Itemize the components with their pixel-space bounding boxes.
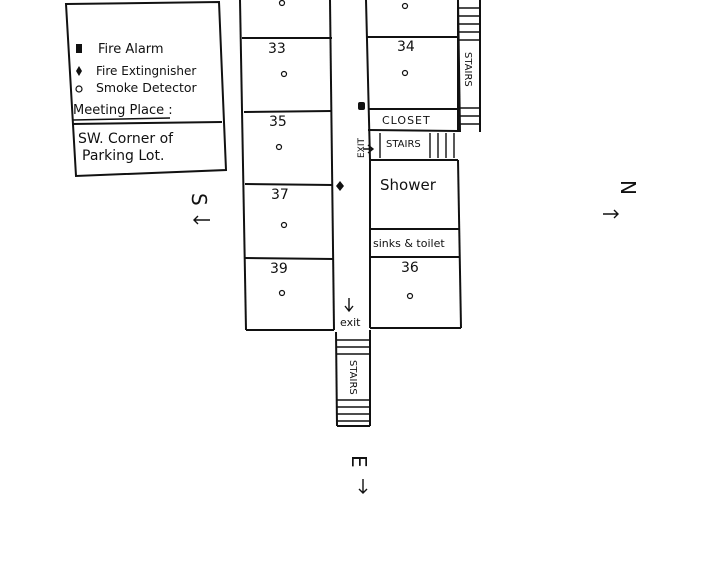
- shower-label: Shower: [380, 176, 437, 194]
- fire-extinguisher-icon: [76, 66, 82, 76]
- room-39-label: 39: [270, 261, 288, 277]
- east-letter: E: [347, 455, 371, 468]
- smoke-detector-icon: [401, 2, 409, 10]
- fire-extinguisher-icon: [336, 181, 344, 191]
- fire-alarm-icon: [358, 102, 365, 110]
- fire-alarm-icon: [76, 44, 82, 53]
- legend-meeting-place-line1: SW. Corner of: [78, 131, 174, 147]
- compass-east: E: [347, 455, 371, 494]
- side-exit-arrow-icon: [363, 144, 375, 154]
- smoke-detector-icon: [278, 289, 286, 297]
- legend-meeting-place-label: Meeting Place :: [73, 103, 173, 118]
- small-stairs-label: STAIRS: [386, 139, 421, 150]
- right-stairs: STAIRS: [457, 0, 481, 133]
- smoke-detector-icon: [280, 70, 288, 78]
- north-arrow-icon: [603, 209, 619, 219]
- side-exit-label: EXIT: [357, 137, 367, 158]
- bottom-exit-label: exit: [340, 316, 361, 329]
- bottom-stairs-label: STAIRS: [347, 360, 358, 395]
- room-33-label: 33: [268, 41, 286, 57]
- sinks-toilet-label: sinks & toilet: [373, 237, 445, 250]
- compass-south: S: [187, 193, 211, 225]
- smoke-detector-icon: [278, 0, 286, 7]
- closet-label: CLOSET: [382, 114, 431, 127]
- smoke-detector-icon: [406, 292, 414, 300]
- compass-north: N: [603, 180, 640, 219]
- room-37-label: 37: [271, 187, 289, 203]
- right-stairs-label: STAIRS: [462, 52, 473, 87]
- east-arrow-icon: [358, 479, 368, 494]
- legend-divider: [71, 121, 223, 125]
- smoke-detector-icon: [75, 85, 83, 93]
- north-letter: N: [616, 180, 640, 195]
- legend-fire-extinguisher: Fire Extingnisher: [96, 64, 196, 78]
- small-stairs: STAIRS: [369, 133, 458, 161]
- south-letter: S: [187, 193, 211, 206]
- left-room-column: 33 35 37 39: [239, 0, 335, 331]
- legend-smoke-detector: Smoke Detector: [96, 80, 198, 95]
- room-36-label: 36: [401, 260, 419, 276]
- smoke-detector-icon: [275, 143, 283, 151]
- meeting-place-underline: [72, 117, 171, 121]
- bottom-stairs: STAIRS: [335, 330, 371, 427]
- legend-box: Fire Alarm Fire Extingnisher Smoke Detec…: [64, 0, 228, 178]
- hallway: EXIT exit: [336, 0, 375, 329]
- smoke-detector-icon: [280, 221, 288, 229]
- right-room-column: 34 CLOSET STAIRS STAIRS: [367, 0, 481, 329]
- smoke-detector-icon: [401, 69, 409, 77]
- south-arrow-icon: [193, 215, 210, 225]
- bottom-exit-arrow-icon: [344, 298, 354, 313]
- room-34-label: 34: [397, 39, 415, 55]
- legend-meeting-place-line2: Parking Lot.: [82, 148, 164, 164]
- room-35-label: 35: [269, 114, 287, 130]
- legend-fire-alarm: Fire Alarm: [98, 42, 164, 57]
